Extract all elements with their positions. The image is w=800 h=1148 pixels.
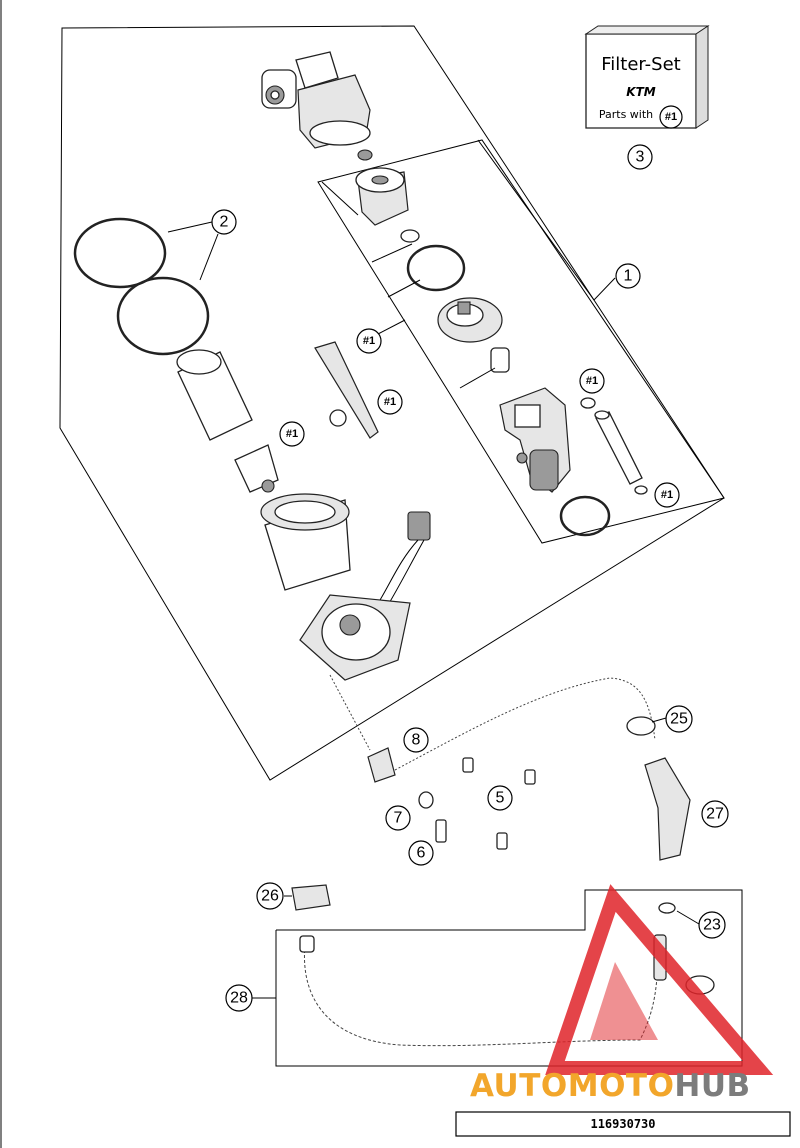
callout-27-label: 27 [706,806,724,823]
watermark-triangle-logo [545,884,774,1075]
subassembly-1-frame [317,139,725,544]
leader-lines [167,139,700,999]
callout-28: 28 [225,984,253,1012]
clip-26 [291,884,331,911]
callout-1-label: 1 [624,268,633,285]
badge-1-a-label: #1 [363,335,375,347]
watermark-part-auto: AUTO [470,1068,568,1104]
callout-2: 2 [211,209,237,235]
screw-5b [524,769,536,785]
flange-part [299,594,411,681]
doc-number: 116930730 [590,1117,655,1131]
nut-7 [418,791,434,809]
callout-27: 27 [701,800,729,828]
callout-6: 6 [408,840,434,866]
tube-part [594,410,643,485]
large-ring-1 [73,217,167,289]
callout-3: 3 [627,144,653,170]
callout-7-label: 7 [394,810,403,827]
watermark-part-hub: HUB [674,1068,750,1104]
watermark-part-moto: MOTO [568,1068,675,1104]
o-ring-part [406,244,466,292]
callout-25-label: 25 [670,711,688,728]
small-o-ring-2 [580,397,596,409]
filter-set-title: Filter-Set [601,54,680,75]
pump-top-part [261,51,371,149]
parts-with-badge-circle [659,105,683,129]
screw-6a [435,819,447,843]
screw-5a [462,757,474,773]
parts-with-label: Parts with [599,108,653,121]
callout-25: 25 [665,705,693,733]
small-o-ring [400,229,420,243]
callout-2-label: 2 [220,214,229,231]
hose-end-28 [299,935,315,953]
callout-26-label: 26 [261,888,279,905]
callout-1: 1 [615,263,641,289]
lower-box-frame [275,889,743,1067]
filter-part [355,167,409,226]
housing-part [260,493,351,591]
hose-28 [303,944,661,1047]
clip-part [234,444,279,493]
callout-23-label: 23 [703,917,721,934]
o-ring-bottom [559,495,611,537]
callout-28-label: 28 [230,990,248,1007]
sleeve-part [490,347,510,373]
callout-5-label: 5 [496,790,505,807]
cylinder-sleeve [176,349,253,441]
filter-set-box: Filter-Set KTM Parts with #1 [584,25,710,129]
regulator-part [437,297,503,343]
callout-26: 26 [256,882,284,910]
badge-1-b: #1 [377,389,403,415]
fuel-line-dashed [394,677,656,771]
elbow-connector-8 [367,747,396,783]
badge-1-e-label: #1 [661,489,673,501]
callout-3-label: 3 [636,149,645,166]
large-ring-2 [116,276,210,356]
callout-8: 8 [403,727,429,753]
callout-7: 7 [385,805,411,831]
watermark-text: AUTOMOTOHUB [470,1068,751,1104]
callout-5: 5 [487,785,513,811]
small-o-ring-3 [634,485,648,495]
hose-connector-27 [644,757,691,861]
badge-1-c-label: #1 [286,428,298,440]
callout-23: 23 [698,911,726,939]
ktm-logo-brand: KTM [626,85,655,99]
clamp-25 [626,716,656,736]
parts-with-badge: #1 [665,111,677,123]
screw-6b [496,832,508,850]
badge-1-b-label: #1 [384,396,396,408]
spring-part [357,149,373,161]
doc-number-box: 116930730 [455,1111,791,1137]
pump-motor-part [499,387,571,493]
badge-1-c: #1 [279,421,305,447]
bracket-part [314,341,379,439]
badge-1-e: #1 [654,482,680,508]
badge-1-d-label: #1 [586,375,598,387]
callout-8-label: 8 [412,732,421,749]
badge-1-a: #1 [356,328,382,354]
main-assembly-frame [59,25,725,781]
badge-1-d: #1 [579,368,605,394]
callout-6-label: 6 [417,845,426,862]
connector-cable [379,511,431,606]
